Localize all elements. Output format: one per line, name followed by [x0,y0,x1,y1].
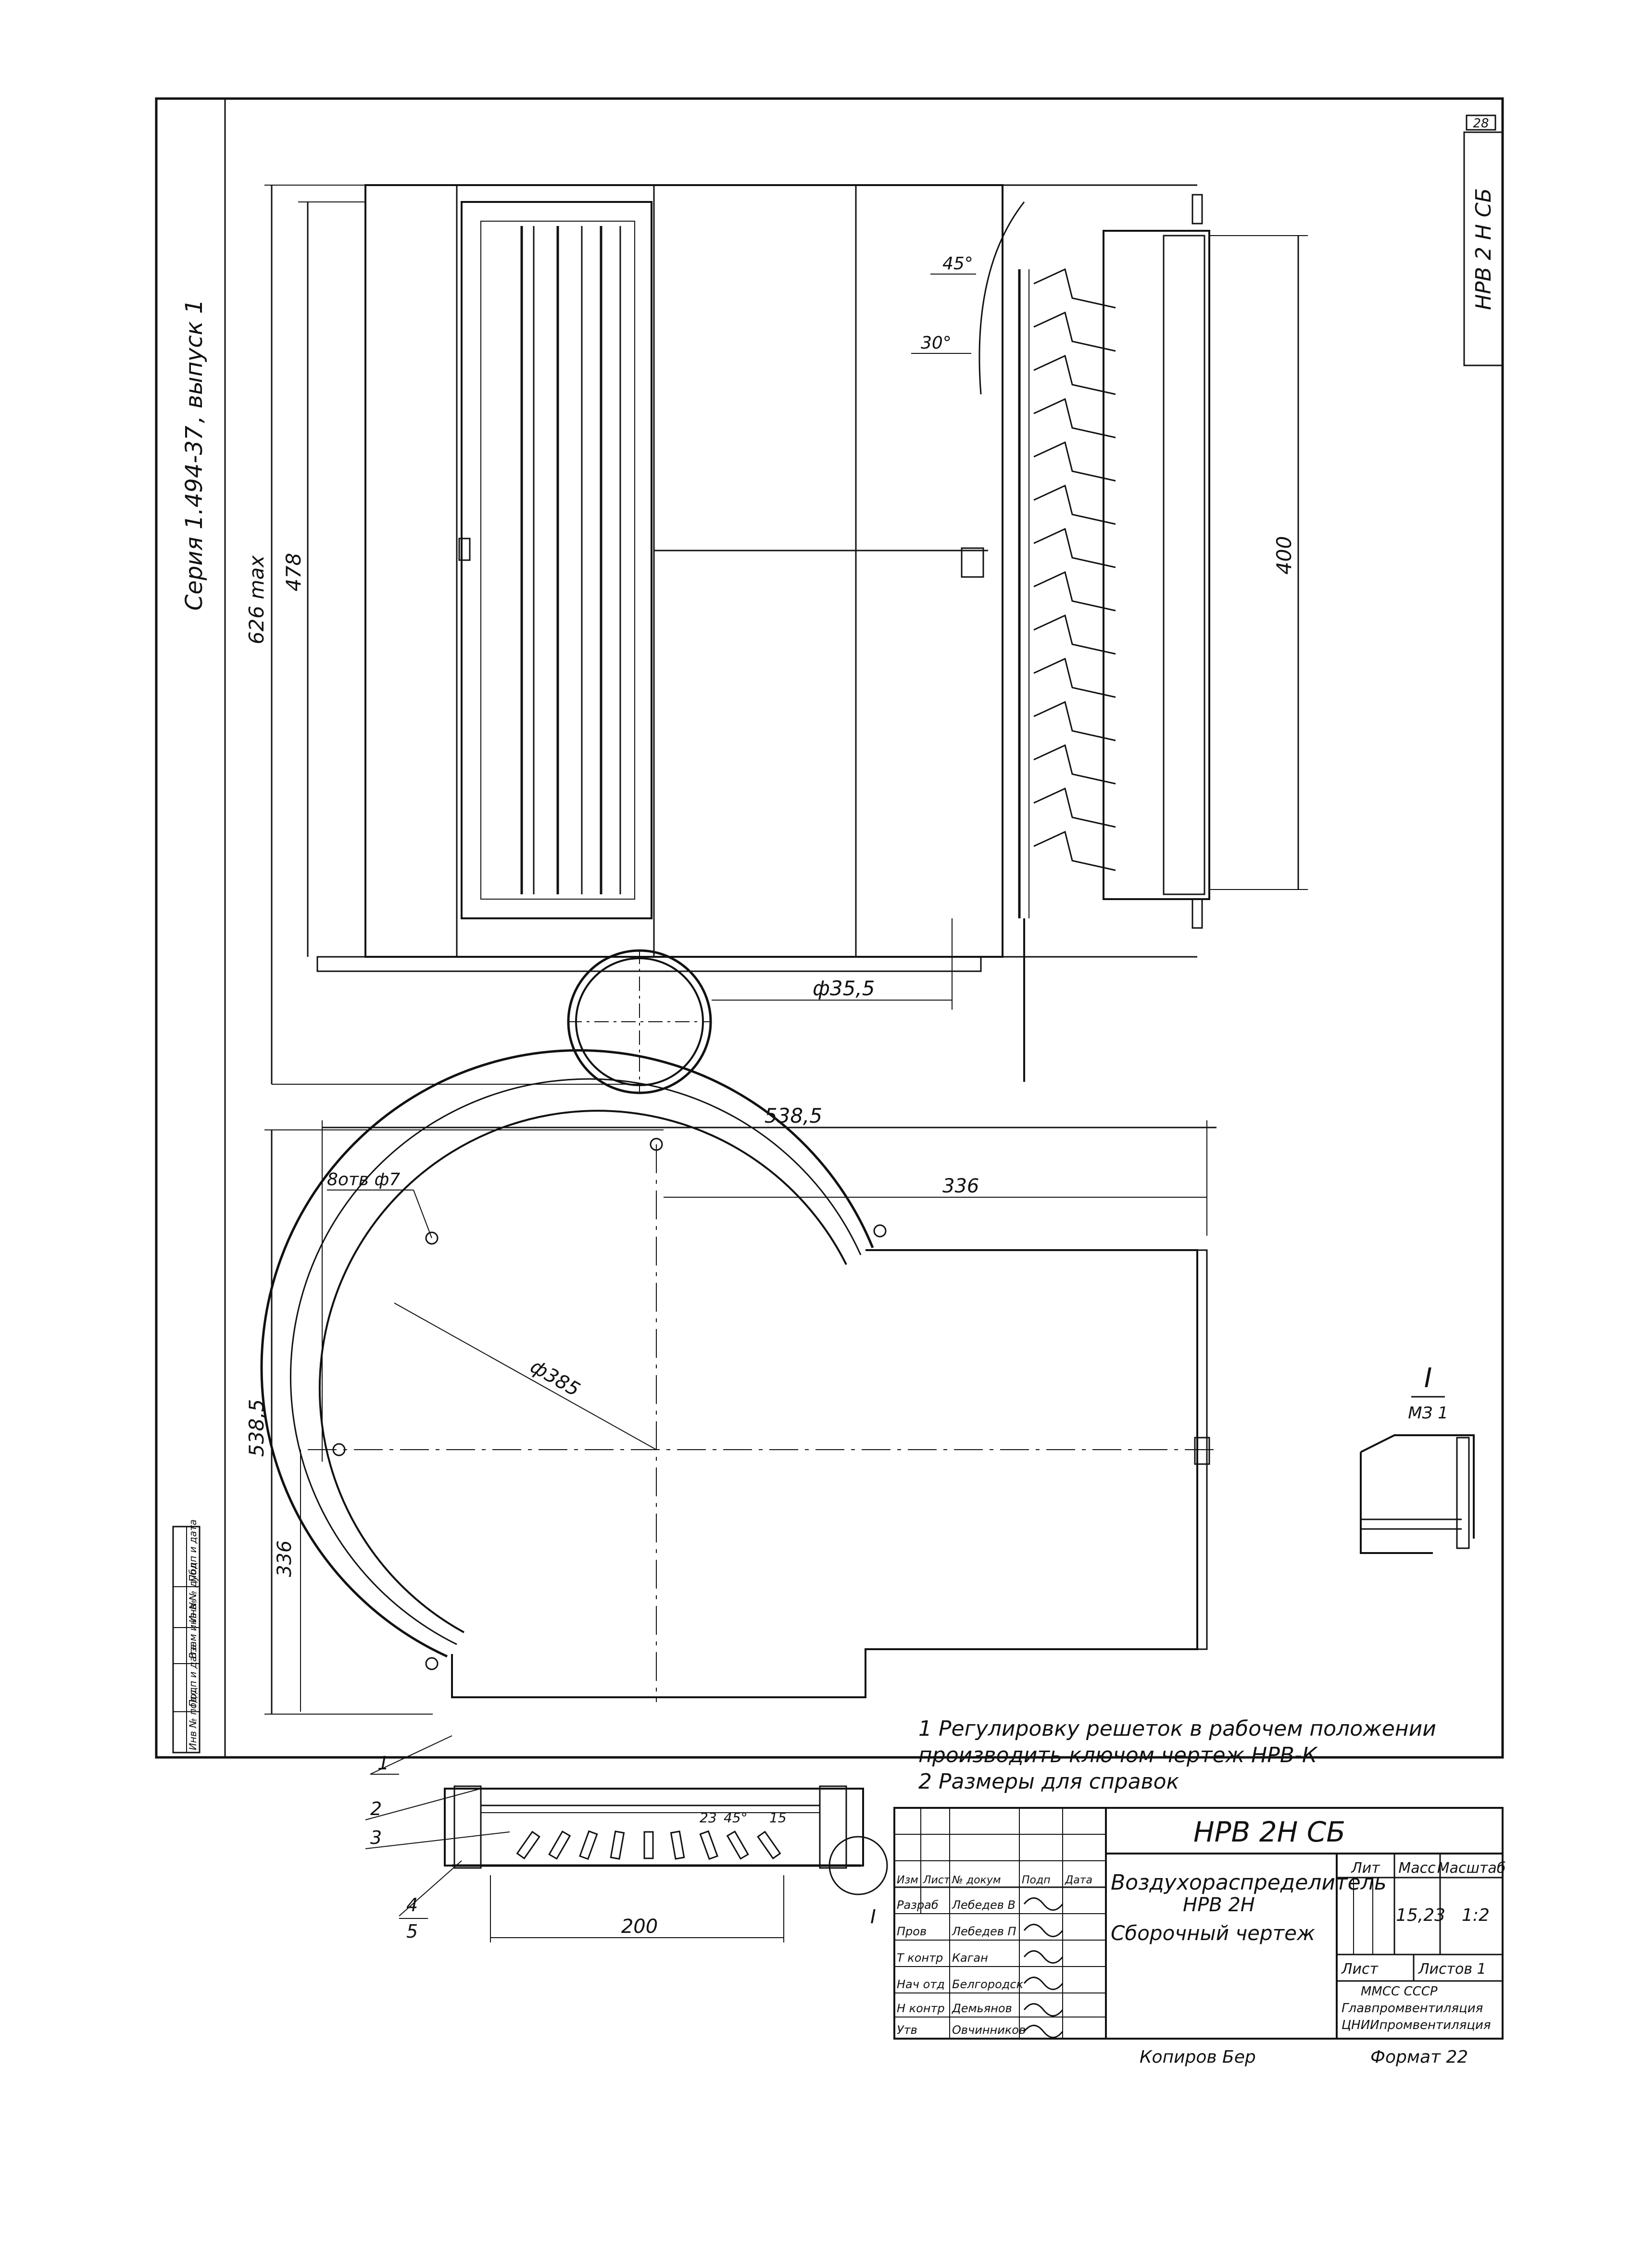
corner-sheet-box [1466,114,1496,131]
role-3-name: Каган [952,1951,988,1965]
callout-2: 2 [370,1798,382,1819]
hole [873,1224,887,1238]
detail-45-label: 45° [724,1810,748,1826]
copied-by: Копиров Бер [1140,2047,1256,2067]
role-1-name: Лебедев В [952,1898,1016,1912]
hole [425,1657,439,1670]
role-1: Разраб [897,1898,939,1912]
role-4: Нач отд [897,1978,945,1991]
dim-626-label: 626 max [245,555,268,644]
detail-23-label: 23 [700,1810,717,1826]
callout-1: 1 [377,1753,389,1774]
dim-pipe-label: ф35,5 [813,977,875,1000]
role-5-name: Демьянов [952,2002,1012,2015]
dim-400-label: 400 [1272,536,1296,575]
strip-label-5: Подп и дата [187,1519,199,1582]
inner-frame [224,98,1504,1758]
designation-text: НРВ 2Н СБ [1193,1816,1345,1848]
holes-label: 8отв ф7 [327,1170,400,1190]
note-line-3: 2 Размеры для справок [918,1769,1179,1794]
col-lit-label: Лит [1351,1860,1380,1877]
sheets-label: Листов 1 [1418,1961,1486,1978]
dim-336-top-label: 336 [942,1175,979,1197]
role-6-name: Овчинников [952,2023,1026,2037]
flange-arc-inner [318,1110,847,1633]
title-name-line2: НРВ 2Н [1183,1894,1255,1916]
hdr-list: Лист [923,1874,951,1886]
hole [425,1231,439,1245]
detail-circle-mark: I [870,1906,876,1928]
dim-200-label: 200 [621,1916,658,1938]
grille-blades [1033,268,1116,871]
signatures [1023,1897,1064,2038]
section-blades [516,1830,781,1860]
sheet-label: Лист [1341,1961,1379,1978]
org-line-2: Главпромвентиляция [1342,2001,1483,2016]
front-view: 626 max 478 ф35,5 [245,184,1308,1094]
role-5: Н контр [897,2002,945,2015]
left-signature-strip: Инв № подл Подп и дата Взам инв № Инв № … [172,1519,201,1754]
callout-3: 3 [370,1827,382,1848]
org-line-3: ЦНИИпромвентиляция [1342,2018,1491,2032]
hdr-date: Дата [1065,1874,1092,1886]
detail-numeral: I [1424,1363,1432,1394]
hdr-izm: Изм [897,1874,918,1886]
dim-478-label: 478 [282,553,305,591]
hole [650,1138,663,1151]
detail-15-label: 15 [769,1810,787,1826]
series-text: Серия 1.494-37 [181,426,208,611]
title-name-line3: Сборочный чертеж [1111,1921,1315,1945]
detail-circle [828,1836,888,1895]
dim-538-top-label: 538,5 [765,1104,822,1128]
strip-label-1: Инв № подл [187,1690,199,1750]
detail-sheet-ref: МЗ 1 [1408,1403,1448,1423]
col-scale-label: Масштаб [1437,1860,1506,1877]
dim-385-leader [394,1303,657,1450]
format-text: Формат 22 [1370,2047,1468,2067]
issue-text: , выпуск 1 [181,299,208,423]
flange-arc-mid [289,1078,862,1645]
org-line-1: ММСС СССР [1361,1984,1438,1999]
callout-4: 4 [406,1894,418,1916]
callout-5: 5 [406,1921,418,1942]
base-plate [316,956,982,972]
angle-30-label: 30° [921,333,952,353]
flange-arc-outer [260,1049,874,1658]
col-mass-label: Масс [1398,1860,1436,1877]
corner-sheet-number: 28 [1473,116,1489,131]
angle-45-label: 45° [942,254,973,274]
strip-label-2: Подп и дата [187,1644,199,1707]
stamp-code-text: НРВ 2 Н СБ [1471,188,1496,310]
role-2: Пров [897,1925,927,1938]
role-4-name: Белгородск [952,1978,1024,1991]
detail-reference: I МЗ 1 [1360,1363,1475,1554]
title-name-line1: Воздухораспределитель [1111,1870,1387,1895]
section-view: 23 45° 15 200 I [444,1785,888,1942]
note-line-1: 1 Регулировку решеток в рабочем положени… [918,1717,1436,1741]
note-line-2: производить ключом чертеж НРВ-К [918,1743,1318,1767]
mass-value: 15,23 [1396,1905,1445,1925]
hole [332,1443,346,1456]
hdr-podp: Подп [1022,1874,1051,1886]
role-6: Утв [897,2023,917,2037]
hdr-doc: № докум [952,1874,1001,1886]
dim-336-left-label: 336 [274,1541,296,1577]
notes-block: 1 Регулировку решеток в рабочем положени… [918,1717,1436,1794]
strip-label-4: Инв № дубл [187,1563,199,1623]
role-3: Т контр [897,1951,943,1965]
strip-label-3: Взам инв № [187,1600,199,1659]
scale-value: 1:2 [1462,1905,1490,1925]
stamp-code-box [1463,131,1504,366]
title-block: НРВ 2Н СБ Воздухораспределитель НРВ 2Н С… [893,1807,1506,2040]
callouts: 1 2 3 4 5 [365,1735,510,1942]
role-2-name: Лебедев П [952,1925,1016,1938]
